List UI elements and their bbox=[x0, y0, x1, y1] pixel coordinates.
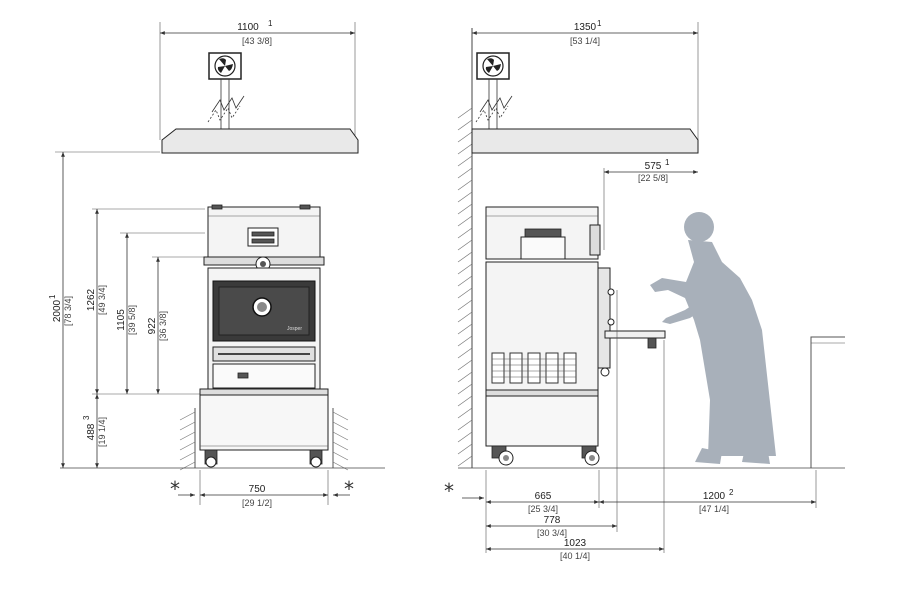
front-view: 1100 1 [43 3/8] 2000 1 [78 3/4] bbox=[48, 19, 385, 508]
side-depth-665-value: 665 bbox=[535, 491, 552, 502]
side-depth-1023-value: 1023 bbox=[564, 538, 587, 549]
operator-silhouette bbox=[650, 212, 776, 464]
side-depth-575-inch: [22 5/8] bbox=[638, 173, 668, 183]
front-height-1105-inch: [39 5/8] bbox=[127, 305, 137, 335]
front-brand-label: Josper bbox=[287, 326, 302, 332]
front-right-clearance-asterisk: * bbox=[344, 477, 354, 501]
front-left-wall bbox=[179, 408, 196, 471]
side-width-value: 1350 bbox=[574, 22, 597, 33]
front-height-1262-value: 1262 bbox=[86, 288, 97, 311]
front-height-488-note: 3 bbox=[82, 415, 91, 420]
front-width-inch: [43 3/8] bbox=[242, 36, 272, 46]
side-depth-575-note: 1 bbox=[665, 158, 670, 167]
side-wall-clearance-asterisk: * bbox=[444, 479, 454, 503]
side-depth-575-value: 575 bbox=[645, 161, 662, 172]
side-width-note: 1 bbox=[597, 19, 602, 28]
front-width-note: 1 bbox=[268, 19, 273, 28]
side-vent-grille bbox=[491, 352, 577, 384]
front-height-488-value: 488 bbox=[86, 423, 97, 440]
front-height-inch: [78 3/4] bbox=[63, 296, 73, 326]
extraction-fan-icon bbox=[208, 52, 242, 80]
side-extraction-duct bbox=[475, 79, 513, 130]
front-height-488-inch: [19 1/4] bbox=[97, 417, 107, 447]
side-view: 1350 1 [53 1/4] 575 1 [22 5/8] bbox=[444, 19, 845, 561]
front-height-1105-value: 1105 bbox=[116, 309, 127, 331]
side-clearance-1200-inch: [47 1/4] bbox=[699, 504, 729, 514]
side-extraction-hood bbox=[471, 128, 699, 154]
side-counter bbox=[810, 336, 845, 468]
front-width-value: 1100 bbox=[237, 22, 259, 33]
front-bottom-width-inch: [29 1/2] bbox=[242, 498, 272, 508]
front-right-wall bbox=[332, 408, 349, 471]
side-wall bbox=[457, 28, 473, 468]
side-depth-778-value: 778 bbox=[544, 515, 561, 526]
extraction-duct bbox=[207, 79, 245, 130]
front-height-value: 2000 bbox=[52, 299, 63, 322]
front-bottom-width-value: 750 bbox=[249, 484, 266, 495]
front-height-note: 1 bbox=[48, 294, 57, 299]
front-oven: Josper bbox=[199, 204, 329, 468]
side-extraction-fan-icon bbox=[476, 52, 510, 80]
front-height-922-value: 922 bbox=[147, 317, 158, 334]
side-front-shelf bbox=[604, 330, 666, 339]
side-oven bbox=[485, 206, 666, 466]
side-clearance-1200-note: 2 bbox=[729, 488, 734, 497]
side-depth-1023-inch: [40 1/4] bbox=[560, 551, 590, 561]
side-width-inch: [53 1/4] bbox=[570, 36, 600, 46]
side-clearance-1200-value: 1200 bbox=[703, 491, 726, 502]
side-depth-665-inch: [25 3/4] bbox=[528, 504, 558, 514]
front-height-922-inch: [36 3/8] bbox=[158, 311, 168, 341]
side-depth-778-inch: [30 3/4] bbox=[537, 528, 567, 538]
front-left-clearance-asterisk: * bbox=[170, 477, 180, 501]
front-height-1262-inch: [49 3/4] bbox=[97, 285, 107, 315]
extraction-hood bbox=[161, 128, 359, 154]
